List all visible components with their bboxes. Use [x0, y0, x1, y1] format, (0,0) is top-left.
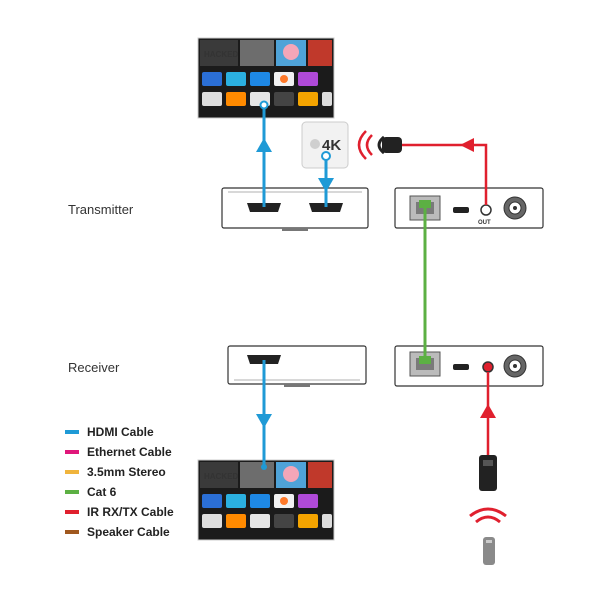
transmitter-label: Transmitter: [68, 202, 134, 217]
tv-top-banner: HACKED: [204, 50, 238, 59]
usb-port-icon: [453, 364, 469, 370]
remote-control-icon: [469, 507, 507, 565]
tv-bottom: HACKED: [198, 460, 334, 540]
cat6-cable: [419, 200, 431, 364]
usb-port-icon: [453, 207, 469, 213]
ir-tx-cable: [400, 138, 488, 205]
ir-rx-cable: [480, 372, 496, 458]
legend-item: Speaker Cable: [65, 525, 170, 539]
legend-label: IR RX/TX Cable: [87, 505, 174, 519]
legend-label: Ethernet Cable: [87, 445, 172, 459]
transmitter-hdmi-unit: [221, 187, 369, 231]
ir-receiver-icon: [479, 455, 497, 491]
legend-item: 3.5mm Stereo: [65, 465, 166, 479]
ir-out-jack-icon: [480, 204, 492, 216]
ir-in-jack-icon: [482, 361, 494, 373]
tv-bottom-banner: HACKED: [204, 472, 238, 481]
legend-label: HDMI Cable: [87, 425, 154, 439]
tv-top: HACKED: [198, 38, 334, 118]
transmitter-extender-unit: OUT: [394, 187, 544, 229]
hdmi-cable-source-to-transmitter: [318, 151, 334, 207]
tv-bottom-screen-border: [197, 459, 335, 541]
hdmi-port-icon: [247, 355, 281, 364]
hdmi-cable-receiver-to-tv: [256, 360, 272, 470]
legend-item: HDMI Cable: [65, 425, 154, 439]
legend-label: Speaker Cable: [87, 525, 170, 539]
legend-label: 3.5mm Stereo: [87, 465, 166, 479]
legend-label: Cat 6: [87, 485, 117, 499]
ir-emitter-icon: [357, 130, 402, 160]
receiver-extender-unit: [394, 345, 544, 387]
legend-item: IR RX/TX Cable: [65, 505, 174, 519]
receiver-label: Receiver: [68, 360, 120, 375]
receiver-hdmi-unit: [227, 345, 367, 387]
apple-tv-badge-text: 4K: [322, 137, 341, 154]
hdmi-port-icon: [247, 203, 281, 212]
legend-item: Cat 6: [65, 485, 117, 499]
tv-top-screen-border: [197, 37, 335, 119]
hdmi-cable-transmitter-to-tv: [256, 100, 272, 207]
hdmi-port-icon: [309, 203, 343, 212]
ir-out-label: OUT: [478, 220, 491, 226]
legend-item: Ethernet Cable: [65, 445, 172, 459]
